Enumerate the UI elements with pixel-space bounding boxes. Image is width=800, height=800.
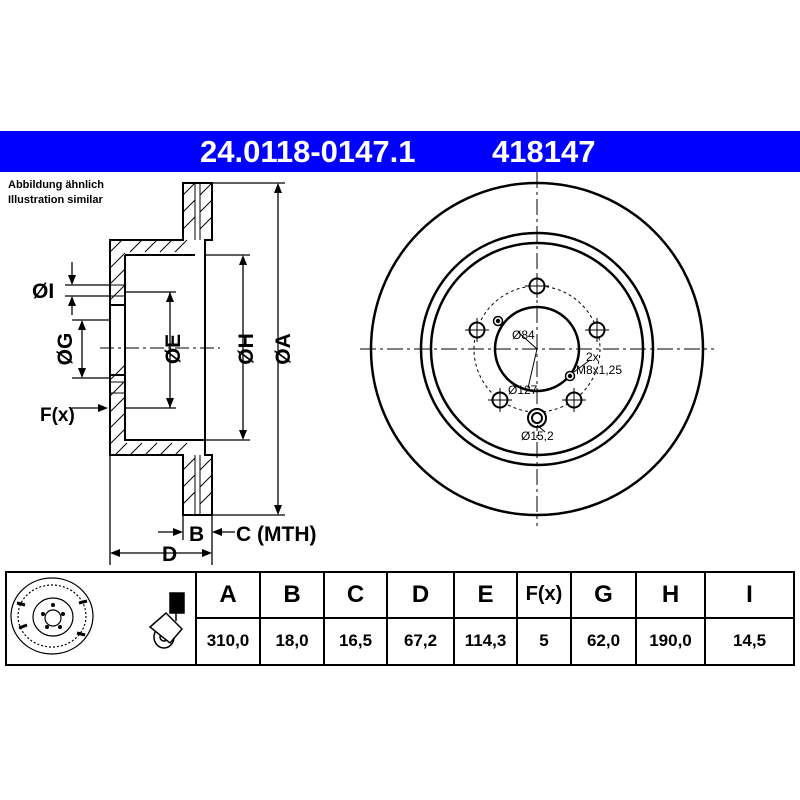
spec-key: G [572,573,635,619]
spec-col-h: H 190,0 [637,573,706,664]
spec-col-c: C 16,5 [325,573,388,664]
spec-col-f: F(x) 5 [518,573,572,664]
spec-value: 16,5 [338,631,373,651]
spec-key: A [197,573,259,619]
spec-value: 67,2 [403,631,438,651]
note-english: Illustration similar [8,194,103,206]
spec-col-d: D 67,2 [388,573,455,664]
label-thread-count: 2x [586,350,599,364]
spec-value: 14,5 [732,631,767,651]
label-dim-b: B [189,523,204,546]
label-dim-f: F(x) [40,405,75,426]
label-dim-e: ØE [162,334,185,364]
note-german: Abbildung ähnlich [8,179,104,191]
side-view-dimensions [65,182,285,565]
spec-key: D [388,573,453,619]
side-view-section [100,182,220,516]
spec-key: H [637,573,704,619]
dimension-arrowheads [68,183,282,557]
spec-table-icons [7,573,197,664]
label-dim-d: D [162,543,177,566]
spec-key: B [261,573,323,619]
spec-value: 114,3 [464,631,507,651]
label-dim-g: ØG [54,333,77,366]
spec-value: 18,0 [275,631,309,651]
spec-value: 310,0 [206,631,250,651]
label-dim-i: ØI [32,280,54,303]
spec-value: 62,0 [586,631,621,651]
part-number: 24.0118-0147.1 [200,134,416,169]
spec-key: E [455,573,516,619]
spec-value: 5 [539,631,549,651]
header-bar [0,131,800,172]
label-dim-a: ØA [272,333,295,365]
spec-key: C [325,573,386,619]
spec-col-i: I 14,5 [706,573,793,664]
label-bolt-hole: Ø15,2 [521,429,554,443]
spec-key: F(x) [518,573,570,619]
label-center-bore: Ø84 [512,328,535,342]
spec-col-a: A 310,0 [197,573,261,664]
spec-key: I [706,573,793,619]
disc-thumbnail-icon [10,577,185,655]
label-bolt-circle: Ø127 [508,383,538,397]
spec-col-e: E 114,3 [455,573,518,664]
spec-col-g: G 62,0 [572,573,637,664]
label-thread: M8x1,25 [576,363,622,377]
label-dim-c: C (MTH) [236,523,316,546]
spec-value: 190,0 [649,631,692,651]
spec-columns: A 310,0 B 18,0 C 16,5 D 67,2 E 114,3 F(x… [197,573,793,664]
spec-col-b: B 18,0 [261,573,325,664]
label-dim-h: ØH [235,333,258,365]
brake-caliper-icon [148,592,185,649]
spec-table: A 310,0 B 18,0 C 16,5 D 67,2 E 114,3 F(x… [5,571,795,666]
reference-number: 418147 [492,134,596,169]
